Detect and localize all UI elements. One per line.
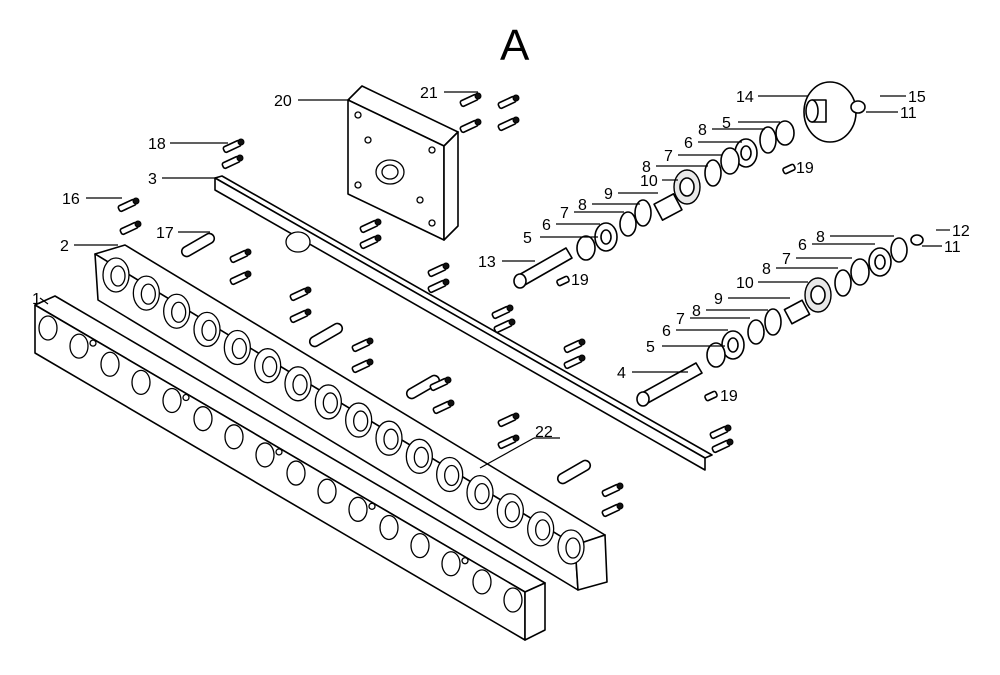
screw [359, 218, 382, 234]
screw [351, 358, 374, 374]
label-8a: 8 [698, 122, 707, 139]
label-2: 2 [60, 238, 69, 255]
block-hole [379, 514, 399, 541]
screw [491, 304, 514, 320]
label-21: 21 [420, 85, 438, 102]
label-7d: 7 [676, 311, 685, 328]
label-12: 12 [952, 223, 970, 240]
label-8e: 8 [762, 261, 771, 278]
block-hole [348, 496, 368, 522]
label-9b: 9 [714, 291, 723, 308]
block-hole [224, 424, 244, 450]
label-8f: 8 [692, 303, 701, 320]
screw [709, 424, 732, 440]
block-hole [162, 387, 182, 414]
screw [497, 434, 520, 450]
label-6a: 6 [684, 135, 693, 152]
part-1-front-block [34, 295, 546, 641]
screw [497, 94, 520, 110]
screw [289, 286, 312, 302]
screw [497, 412, 520, 428]
label-6d: 6 [662, 323, 671, 340]
block-hole [317, 478, 337, 504]
label-11a: 11 [900, 105, 917, 122]
screw [432, 399, 455, 415]
screw [119, 220, 142, 236]
part-2-housing-block [94, 244, 608, 591]
diagram-title: A [500, 21, 530, 70]
screw [459, 92, 482, 108]
label-8d: 8 [816, 229, 825, 246]
label-8c: 8 [578, 197, 587, 214]
label-8b: 8 [642, 159, 651, 176]
label-22: 22 [535, 424, 553, 441]
screw [359, 234, 382, 250]
screw [711, 438, 734, 454]
part-20-cover-block [347, 85, 459, 241]
screw [563, 338, 586, 354]
block-hole [503, 587, 523, 613]
callouts: 1 2 3 4 5 5 5 6 6 6 6 7 7 7 7 8 8 8 [32, 85, 970, 469]
screw [117, 197, 140, 213]
block-hole [193, 406, 213, 432]
keys-19 [556, 163, 796, 402]
label-5b: 5 [722, 115, 731, 132]
label-7b: 7 [560, 205, 569, 222]
label-19a: 19 [796, 160, 814, 177]
screw [222, 138, 245, 154]
upper-shaft-assembly [513, 120, 795, 289]
screw [493, 318, 516, 334]
block-hole [441, 551, 461, 577]
screw [459, 118, 482, 134]
label-4: 4 [617, 365, 626, 382]
label-7c: 7 [782, 251, 791, 268]
block-hole [472, 569, 492, 595]
label-16: 16 [62, 191, 80, 208]
label-5a: 5 [523, 230, 532, 247]
screws [117, 92, 734, 518]
pins-17 [180, 232, 592, 485]
label-15: 15 [908, 89, 926, 106]
screw [229, 248, 252, 264]
screw [427, 278, 450, 294]
screw [429, 376, 452, 392]
block-hole [410, 532, 430, 559]
screw [497, 116, 520, 132]
block-hole [286, 460, 306, 486]
label-18: 18 [148, 136, 166, 153]
screw [351, 337, 374, 353]
label-19c: 19 [720, 388, 738, 405]
block-hole [131, 369, 151, 396]
block-hole [69, 333, 89, 359]
part-14-cap [803, 81, 866, 143]
label-1: 1 [32, 291, 41, 308]
label-13: 13 [478, 254, 496, 271]
screw [601, 482, 624, 498]
lower-shaft-assembly [636, 234, 924, 407]
block-hole [100, 351, 120, 377]
block-hole [255, 442, 275, 468]
part-3-plate [214, 175, 713, 471]
screw [221, 154, 244, 170]
screw [427, 262, 450, 278]
label-14: 14 [736, 89, 754, 106]
block-hole [38, 315, 58, 341]
screw [601, 502, 624, 518]
label-10b: 10 [736, 275, 754, 292]
label-11b: 11 [944, 239, 961, 256]
label-5c: 5 [646, 339, 655, 356]
label-17: 17 [156, 225, 174, 242]
screw [229, 270, 252, 286]
label-6c: 6 [798, 237, 807, 254]
label-10a: 10 [640, 173, 658, 190]
label-3: 3 [148, 171, 157, 188]
label-9a: 9 [604, 186, 613, 203]
label-7a: 7 [664, 148, 673, 165]
label-20: 20 [274, 93, 292, 110]
label-19b: 19 [571, 272, 589, 289]
screw [563, 354, 586, 370]
label-6b: 6 [542, 217, 551, 234]
screw [289, 308, 312, 324]
